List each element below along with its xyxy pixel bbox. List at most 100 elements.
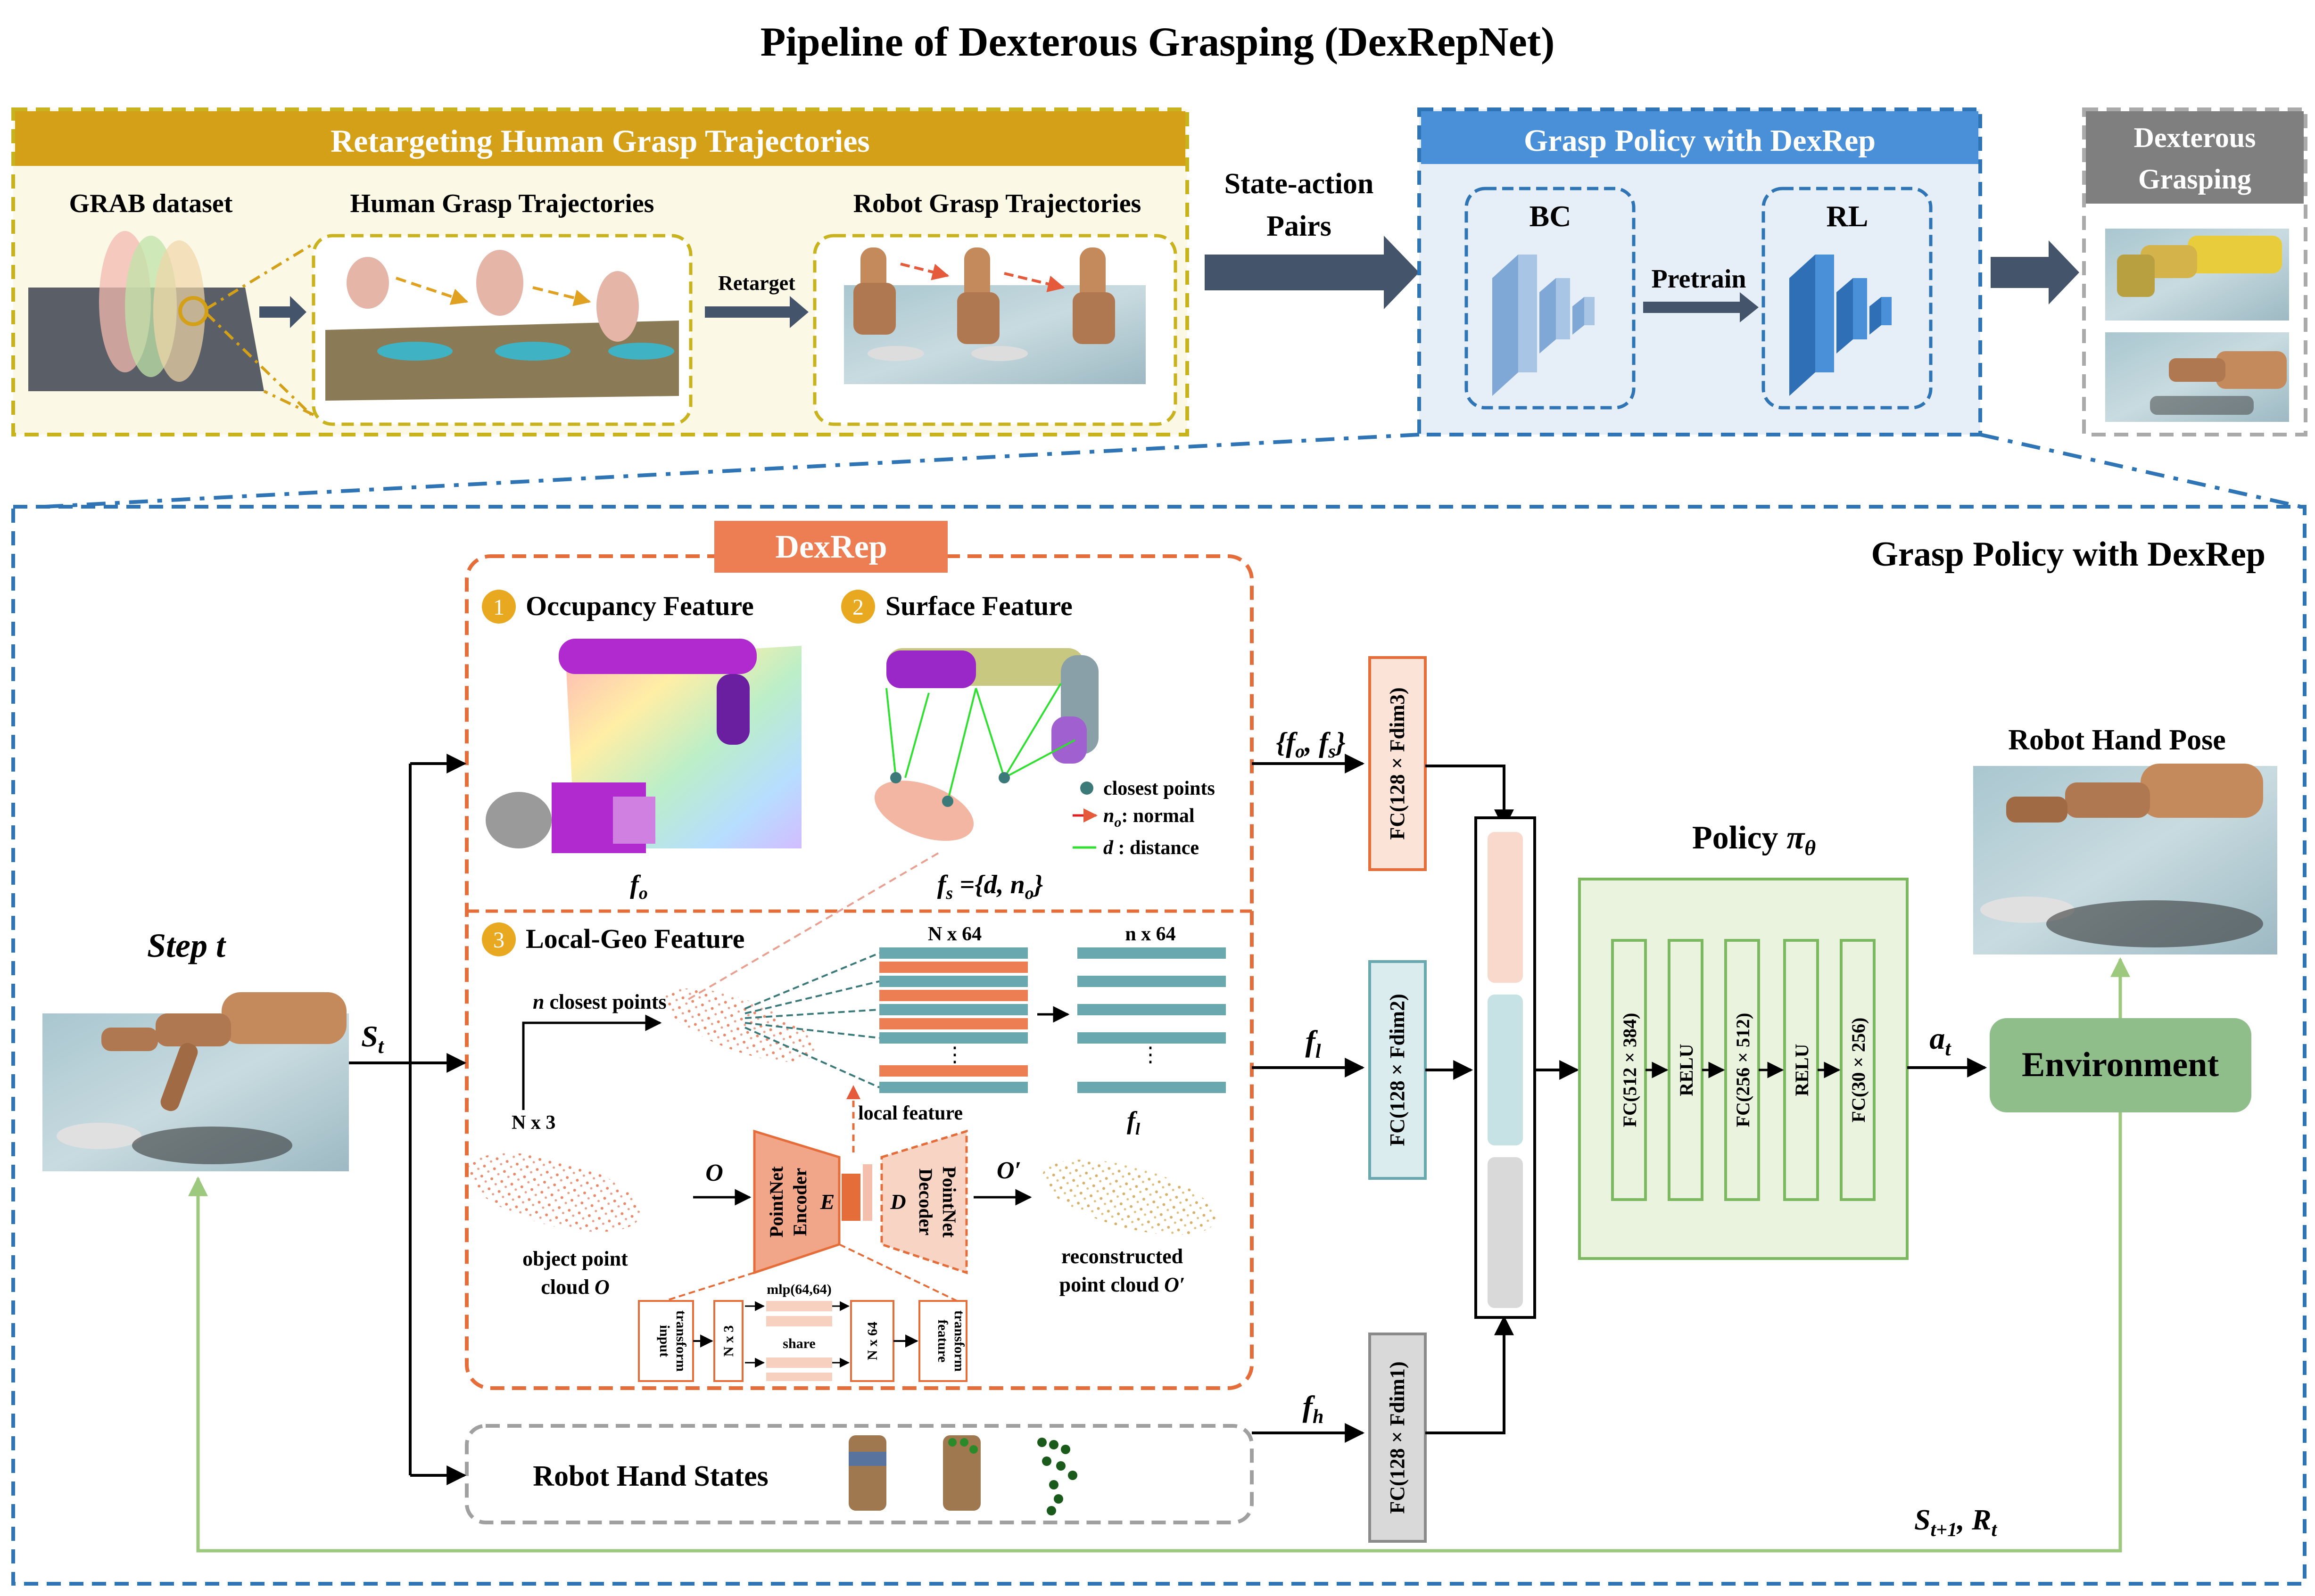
feedback-label: St+1, Rt xyxy=(1914,1504,1997,1541)
dexterous-panel: Dexterous Grasping xyxy=(2082,107,2307,436)
mini-share-label: share xyxy=(783,1336,815,1351)
surface-badge xyxy=(841,590,875,624)
top-policy-header xyxy=(1421,111,1978,164)
n64-matrix xyxy=(1077,947,1226,1093)
localgeo-label: Local-Geo Feature xyxy=(526,923,744,954)
robot-trajectories-box xyxy=(813,234,1177,426)
hand-state-icons xyxy=(849,1435,1077,1515)
dexrep-title-box xyxy=(714,521,948,573)
surface-badge-number: 2 xyxy=(852,595,864,620)
grab-dataset-image xyxy=(28,231,264,391)
mini-input-transform-line1: input xyxy=(657,1325,672,1357)
rl-label: RL xyxy=(1827,199,1869,233)
zoom-line-left xyxy=(44,433,1420,509)
recon-line1: reconstructed xyxy=(1061,1245,1183,1268)
step-t-label: Step t xyxy=(147,927,226,964)
bottom-section-border xyxy=(11,505,2307,1586)
policy-layer-1-label: FC(512 × 384) xyxy=(1619,1013,1640,1127)
policy-layer-5 xyxy=(1840,939,1876,1201)
n64-label: n x 64 xyxy=(1125,923,1175,945)
pretrain-label: Pretrain xyxy=(1651,264,1746,294)
state-action-line1: State-action xyxy=(1224,168,1374,200)
O-prime-label: O′ xyxy=(997,1157,1021,1184)
legend-closest: closest points xyxy=(1103,778,1215,799)
legend-closest-dot xyxy=(1080,782,1093,795)
bc-network-icon xyxy=(1492,255,1595,396)
retarget-panel: Retargeting Human Grasp Trajectories GRA… xyxy=(11,107,1189,436)
recon-line2: point cloud O′ xyxy=(1059,1273,1185,1296)
localgeo-badge xyxy=(482,922,516,956)
mini-nx3 xyxy=(713,1300,744,1382)
n-closest-label: n closest points xyxy=(533,990,667,1013)
mini-feature-transform xyxy=(918,1300,967,1382)
dexrep-title: DexRep xyxy=(775,529,887,565)
N64-matrix xyxy=(879,947,1028,1093)
dexterous-line2: Grasping xyxy=(2138,164,2251,195)
fc-dim3-label: FC(128 × Fdim3) xyxy=(1386,687,1409,839)
object-point-cloud xyxy=(467,1153,641,1232)
occupancy-label: Occupancy Feature xyxy=(526,591,754,621)
st-label: St xyxy=(361,1020,385,1058)
mini-feature-transform-line1: feature xyxy=(935,1319,951,1362)
pointnet-decoder: D Decoder PointNet xyxy=(880,1129,968,1275)
bottom-section-title: Grasp Policy with DexRep xyxy=(1871,535,2265,574)
human-trajectories-box xyxy=(312,234,693,426)
retarget-arrow-label: Retarget xyxy=(718,271,795,295)
surface-image xyxy=(874,648,1099,841)
connector-fc1 xyxy=(1425,1315,1514,1434)
human-grasp-label: Human Grasp Trajectories xyxy=(350,189,654,218)
fofs-label: {fo, fs} xyxy=(1276,727,1345,762)
robot-hand-states-box: Robot Hand States xyxy=(465,1424,1254,1524)
dexterous-line1: Dexterous xyxy=(2134,122,2256,153)
environment-box xyxy=(1990,1018,2251,1112)
state-action-line2: Pairs xyxy=(1266,210,1331,242)
grab-dataset-label: GRAB dataset xyxy=(69,189,233,218)
mini-pointnet: input transform N x 3 mlp(64,64) share N… xyxy=(638,1282,967,1382)
nx3-label: N x 3 xyxy=(512,1112,555,1134)
top-policy-header-text: Grasp Policy with DexRep xyxy=(1524,123,1876,158)
fl-label: fl xyxy=(1306,1024,1321,1062)
latent-vector-back xyxy=(863,1164,872,1221)
rl-network-icon xyxy=(1789,255,1892,396)
dexterous-image-1 xyxy=(2105,229,2289,321)
arrow-to-dexterous xyxy=(1991,240,2079,304)
connector-fc3 xyxy=(1425,765,1514,830)
localgeo-badge-number: 3 xyxy=(493,928,504,953)
fc-dim2-label: FC(128 × Fdim2) xyxy=(1386,994,1409,1146)
fc-dim3-box xyxy=(1368,656,1427,871)
page-title: Pipeline of Dexterous Grasping (DexRepNe… xyxy=(761,19,1555,65)
fs-formula: fs ={d, no} xyxy=(937,870,1043,903)
reconstructed-cloud xyxy=(1042,1160,1216,1235)
robot-hand-states-label: Robot Hand States xyxy=(533,1460,769,1492)
latent-vector xyxy=(842,1174,860,1221)
feedback-loop xyxy=(188,1112,2122,1553)
object-cloud-line2: cloud O xyxy=(541,1275,609,1299)
robot-hand-pose-label: Robot Hand Pose xyxy=(2008,724,2226,756)
retarget-header-text: Retargeting Human Grasp Trajectories xyxy=(331,123,870,159)
occupancy-badge xyxy=(482,590,516,624)
decoder-line2: PointNet xyxy=(939,1166,960,1238)
robot-grasp-label: Robot Grasp Trajectories xyxy=(853,189,1141,218)
policy-layer-3-label: FC(256 × 512) xyxy=(1732,1013,1753,1127)
mini-input-transform xyxy=(638,1300,694,1382)
arrow-retarget xyxy=(705,296,809,328)
retarget-header xyxy=(15,111,1185,166)
fc-dim1-label: FC(128 × Fdim1) xyxy=(1386,1361,1409,1514)
n64-dots: ⋮ xyxy=(1140,1043,1161,1066)
surface-label: Surface Feature xyxy=(885,591,1073,621)
policy-layer-3 xyxy=(1724,939,1760,1201)
n-closest-cloud xyxy=(664,988,816,1062)
encoder-line2: Encoder xyxy=(789,1168,810,1236)
N64-label: N x 64 xyxy=(928,923,982,945)
dexterous-header xyxy=(2086,111,2304,204)
O-label: O xyxy=(705,1160,723,1186)
policy-title: Policy πθ xyxy=(1692,820,1816,860)
legend-normal: no: normal xyxy=(1103,805,1195,830)
decoder-sym: D xyxy=(890,1190,906,1214)
decoder-line1: Decoder xyxy=(915,1168,936,1235)
encoder-line1: PointNet xyxy=(766,1166,787,1238)
mini-input-transform-line2: transform xyxy=(673,1310,689,1372)
local-feature-label: local feature xyxy=(858,1102,963,1124)
step-t-image xyxy=(42,992,349,1171)
top-policy-panel: Grasp Policy with DexRep BC RL Pretrain xyxy=(1417,107,1982,436)
